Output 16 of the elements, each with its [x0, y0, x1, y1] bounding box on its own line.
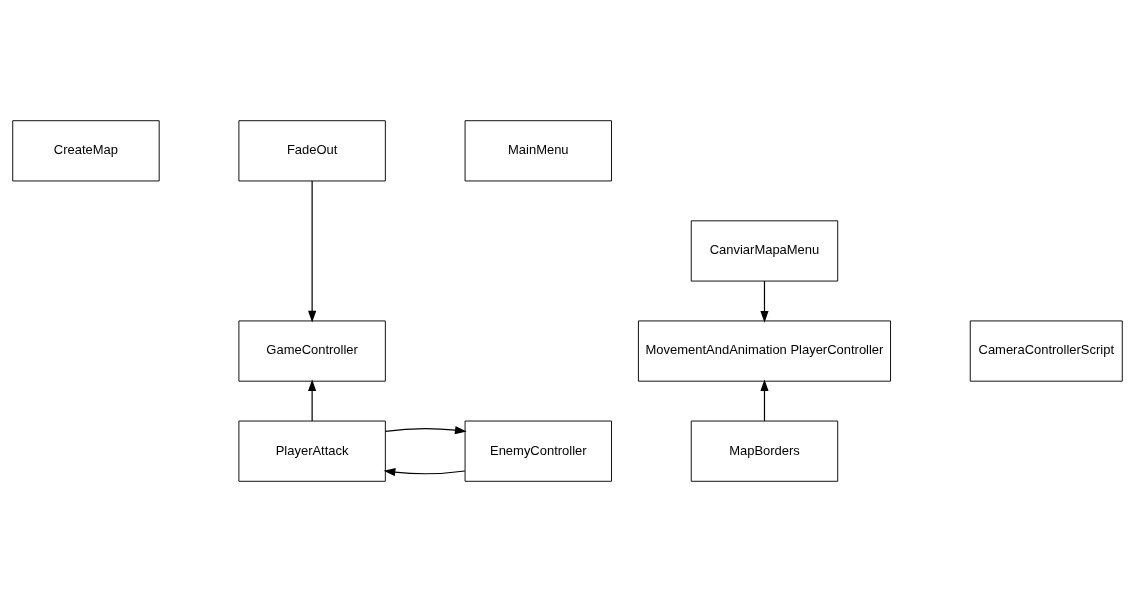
node-box: MapBorders — [690, 420, 839, 482]
node-box: PlayerAttack — [238, 420, 386, 482]
node-box: CameraControllerScript — [969, 320, 1123, 382]
node-box: FadeOut — [238, 120, 386, 182]
node-box: CreateMap — [12, 120, 160, 182]
arrow — [384, 426, 467, 435]
node-box: MovementAndAnimation PlayerController — [637, 320, 891, 382]
arrow — [308, 379, 317, 422]
node-box: EnemyController — [464, 420, 612, 482]
arrow — [383, 468, 466, 477]
arrow — [760, 379, 769, 422]
node-box: CanviarMapaMenu — [690, 220, 839, 282]
node-box: MainMenu — [464, 120, 612, 182]
arrow — [308, 180, 317, 323]
arrow — [760, 280, 769, 323]
node-box: GameController — [238, 320, 386, 382]
